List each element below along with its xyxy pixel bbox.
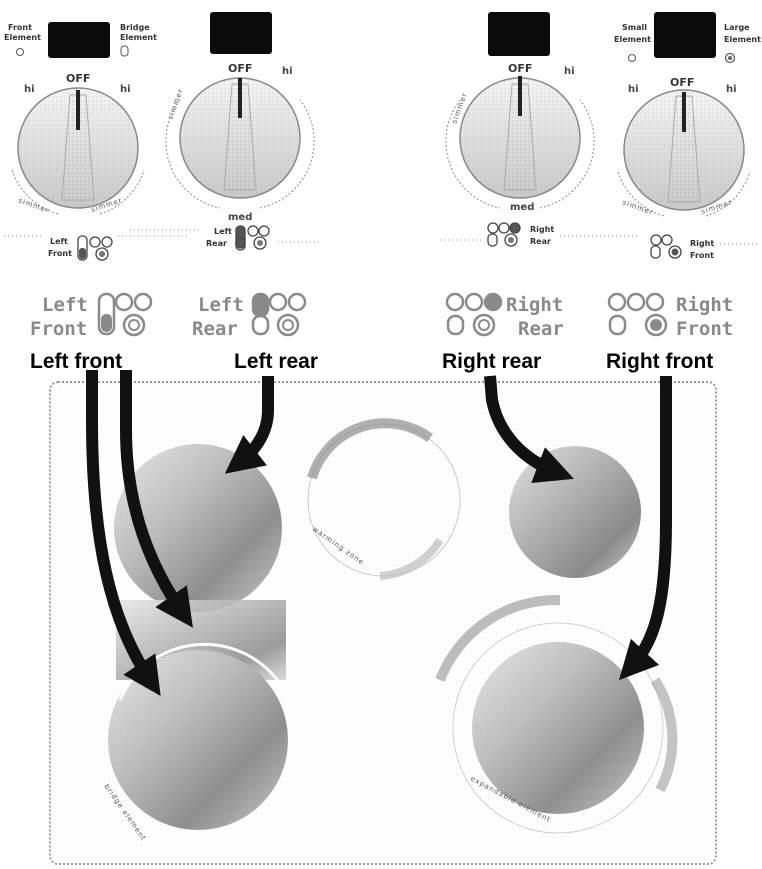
locator-line1: Left [198,294,244,316]
dial-hi-right-label: hi [120,84,131,95]
bridge-element-label-1: Bridge [120,23,150,32]
dial-simmer-label: simmer [166,87,185,120]
locator-caption: Right rear [442,350,541,373]
dial-hi-label: hi [564,66,575,77]
arrow-left-front-a [86,370,161,696]
locator-right-front: Right Front Right front [606,292,733,373]
dial-right-rear[interactable]: OFF hi simmer med Right Rear [440,12,640,247]
large-element-label-1: Large [724,23,750,32]
locator-line2: Rear [518,318,564,340]
large-element-indicator [724,52,736,64]
dial-simmer-left-label: simmer [621,198,654,217]
bridge-element-label-2: Element [120,33,157,42]
locator-line1: Left [42,294,88,316]
burner-right-rear [509,446,641,578]
burner-locator-left-rear-small [235,225,270,251]
dial-left-front[interactable]: Front Element Bridge Element OFF hi hi s… [4,22,190,261]
burner-locator-right-rear-small [487,222,521,247]
dial-knob-grip [503,83,537,191]
burner-map-icon [97,292,153,337]
dial-med-label: med [228,212,252,223]
display-left-front [48,22,110,58]
dial-off-label: OFF [228,62,252,75]
arrow-right-front [618,376,672,681]
cooktop-surface: bridge element warming zone expandable e… [49,381,717,865]
locator-right-rear-2: Rear [530,237,551,246]
dial-pointer [76,90,80,130]
locator-caption: Right front [606,350,713,373]
display-left-rear [210,12,272,54]
small-element-indicator [628,54,636,62]
front-element-indicator [16,48,24,56]
locator-line2: Front [676,318,733,340]
locator-left-front: Left Front Left front [30,292,153,373]
dial-pointer [238,78,242,118]
locator-left-rear-1: Left [214,227,232,236]
locator-caption: Left front [30,350,122,373]
arrow-right-rear [484,375,574,484]
large-element-label-2: Element [724,35,761,44]
dial-right-front[interactable]: Small Element Large Element OFF hi hi si… [614,12,761,260]
front-element-label-1: Front [8,23,32,32]
dial-left-rear[interactable]: OFF hi simmer med Left Rear [130,12,320,251]
dial-hi-label: hi [282,66,293,77]
burner-locator-left-front-small [77,235,113,261]
dial-med-label: med [510,202,534,213]
burner-map-icon [445,292,503,337]
display-right-rear [488,12,550,56]
arrow-left-rear [224,376,274,474]
front-element-label-2: Element [4,33,41,42]
dial-hi-right-label: hi [726,84,737,95]
bridge-element-indicator [120,45,129,57]
dial-hi-left-label: hi [24,84,35,95]
locator-right-front-1: Right [690,239,714,248]
arrow-left-front-b [120,370,193,628]
dial-off-label: OFF [508,62,532,75]
burner-right-front [435,594,678,834]
dial-off-label: OFF [66,72,90,85]
locator-left-front-1: Left [50,237,68,246]
locator-right-front-2: Front [690,251,714,260]
locator-right-rear-1: Right [530,225,554,234]
locator-left-rear: Left Rear Left rear [192,292,318,373]
burner-map-icon [607,292,668,337]
locator-line1: Right [506,294,563,316]
dial-off-label: OFF [670,76,694,89]
small-element-label-2: Element [614,35,651,44]
locator-right-rear: Right Rear Right rear [442,292,564,373]
dial-pointer [682,92,686,132]
locator-line1: Right [676,294,733,316]
locator-line2: Rear [192,318,238,340]
burner-map-icon [251,292,307,337]
warming-zone [307,418,461,580]
dial-pointer [518,76,522,116]
dial-knob-grip [61,94,95,201]
dial-knob-grip [223,83,257,191]
locator-line2: Front [30,318,87,340]
locator-left-rear-2: Rear [206,239,227,248]
burner-locator-right-front-small [650,234,682,259]
display-right-front [654,12,716,58]
dial-knob-grip [667,95,701,203]
locator-left-front-2: Front [48,249,72,258]
locator-caption: Left rear [234,350,318,373]
dial-hi-left-label: hi [628,84,639,95]
small-element-label-1: Small [622,23,647,32]
